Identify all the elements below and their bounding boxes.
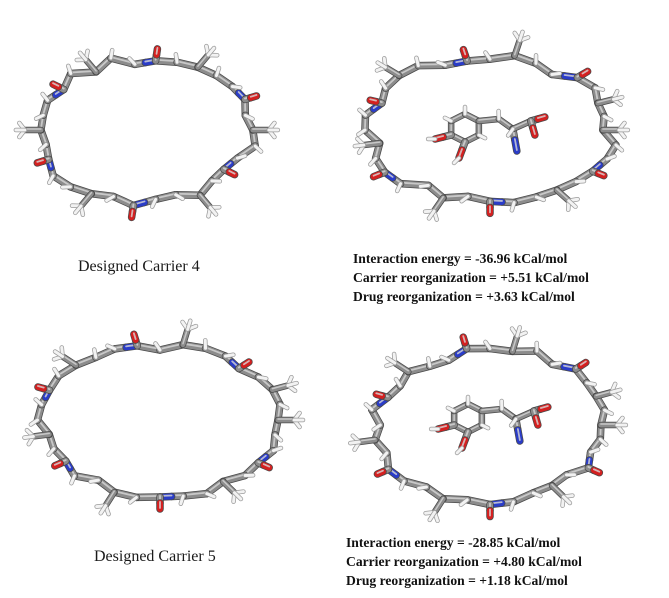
carrier-4-carrier-reorganization: Carrier reorganization = +5.51 kCal/mol bbox=[353, 270, 589, 285]
carrier-4-caption: Designed Carrier 4 bbox=[78, 258, 200, 275]
carrier-4-bound-drug bbox=[425, 104, 549, 166]
carrier-5-bound-drug bbox=[428, 394, 552, 456]
carrier-5-caption: Designed Carrier 5 bbox=[94, 548, 216, 565]
carrier-5-interaction-energy: Interaction energy = -28.85 kCal/mol bbox=[346, 535, 561, 550]
carrier-4-complex-ring bbox=[352, 29, 631, 222]
carrier-5-carrier-reorganization: Carrier reorganization = +4.80 kCal/mol bbox=[346, 554, 582, 569]
carrier-4-interaction-energy: Interaction energy = -36.96 kCal/mol bbox=[353, 251, 568, 266]
carrier-4-drug-reorganization: Drug reorganization = +3.63 kCal/mol bbox=[353, 289, 575, 304]
carrier-4-energy-block: Interaction energy = -36.96 kCal/mol Car… bbox=[353, 249, 589, 306]
carrier-5-complex-ring bbox=[348, 325, 629, 524]
carrier-5-energy-block: Interaction energy = -28.85 kCal/mol Car… bbox=[346, 533, 582, 590]
carrier-5-free-ring bbox=[22, 318, 306, 517]
carrier-4-free-ring bbox=[13, 43, 281, 222]
carrier-5-drug-reorganization: Drug reorganization = +1.18 kCal/mol bbox=[346, 573, 568, 588]
